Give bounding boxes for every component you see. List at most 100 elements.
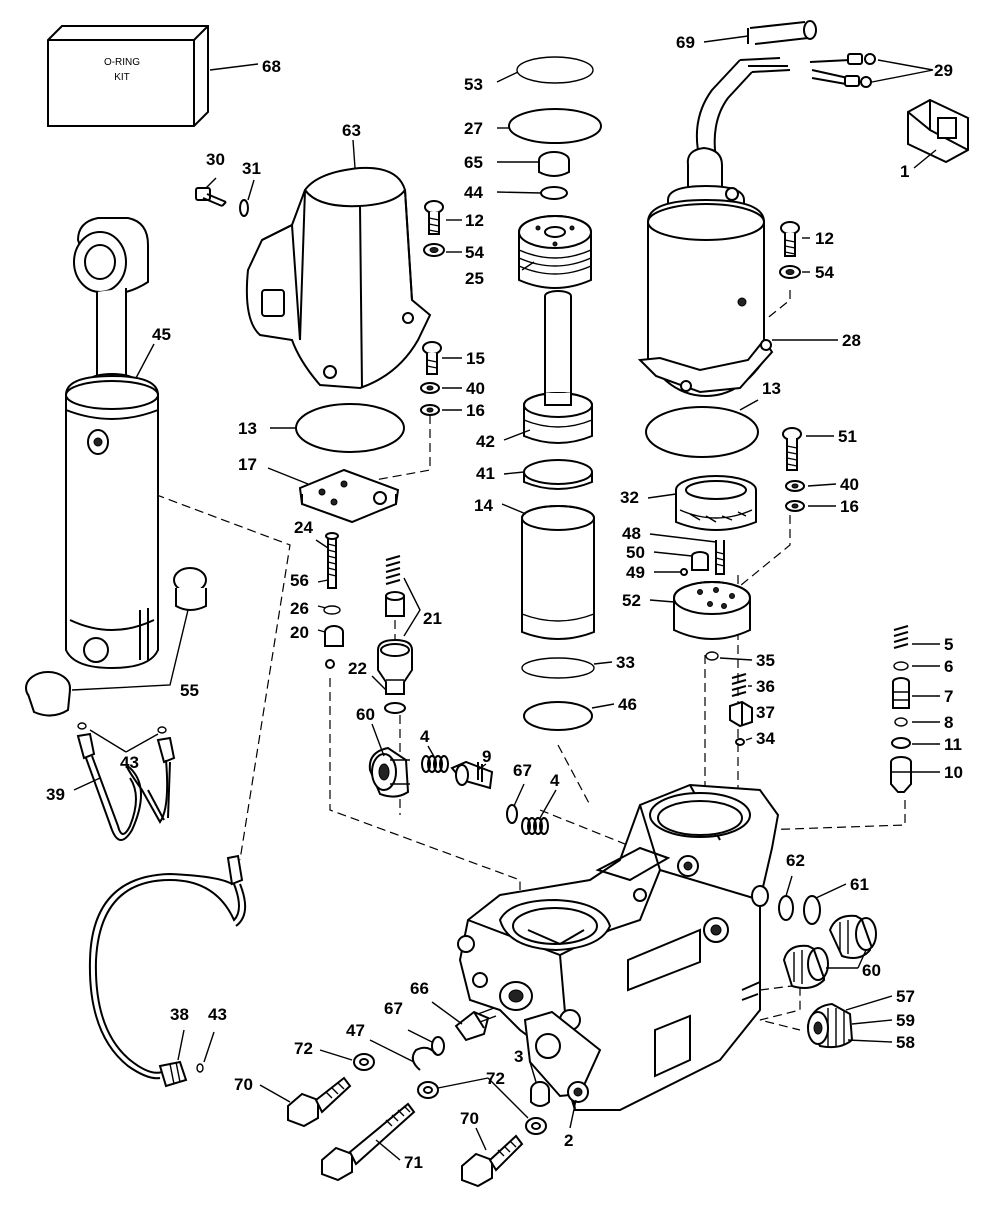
spring-4-right: [521, 817, 549, 835]
callout-37: 37: [756, 703, 775, 722]
rings-33-46: [521, 657, 595, 731]
callout-10: 10: [944, 763, 963, 782]
callout-21: 21: [423, 609, 442, 628]
callout-49: 49: [626, 563, 645, 582]
inner-cylinder: [521, 505, 595, 640]
callout-45: 45: [152, 325, 171, 344]
callout-53: 53: [464, 75, 483, 94]
kit-label-line1: O-RING: [104, 57, 140, 68]
callout-28: 28: [842, 331, 861, 350]
callout-22: 22: [348, 659, 367, 678]
screw-12-right: [779, 221, 801, 279]
check-valve-21: [377, 555, 413, 695]
valve-stack-right: [890, 625, 912, 793]
callout-50: 50: [626, 543, 645, 562]
callout-54-left: 54: [465, 243, 484, 262]
valve-57-59-58: [806, 1002, 854, 1049]
callout-17: 17: [238, 455, 257, 474]
callout-63: 63: [342, 121, 361, 140]
bolt-70-left: [287, 1076, 352, 1128]
callout-58: 58: [896, 1033, 915, 1052]
callout-41: 41: [476, 464, 495, 483]
valve-parts-56-26-20: [323, 605, 344, 669]
callout-43-lower: 43: [208, 1005, 227, 1024]
callout-40-right: 40: [840, 475, 859, 494]
callout-14: 14: [474, 496, 493, 515]
callout-30: 30: [206, 150, 225, 169]
callout-26: 26: [290, 599, 309, 618]
callout-31: 31: [242, 159, 261, 178]
piston-rod: [523, 290, 593, 444]
callout-72-right: 72: [486, 1069, 505, 1088]
washers-72: [353, 1053, 547, 1135]
callout-33: 33: [616, 653, 635, 672]
wire-harness: [695, 20, 876, 171]
piston-cap: [518, 215, 592, 289]
screw-51: [782, 427, 805, 512]
callout-42: 42: [476, 432, 495, 451]
callout-66: 66: [410, 979, 429, 998]
callout-59: 59: [896, 1011, 915, 1030]
o-ring-67-upper: [506, 804, 518, 824]
fitting-66: [454, 1007, 497, 1042]
callout-71: 71: [404, 1153, 423, 1172]
screw-15: [420, 341, 442, 416]
callout-32: 32: [620, 488, 639, 507]
callout-60-left: 60: [356, 705, 375, 724]
spring-4-left: [421, 755, 449, 773]
callout-61: 61: [850, 875, 869, 894]
callout-11: 11: [944, 735, 962, 754]
callout-56: 56: [290, 571, 309, 590]
callout-25: 25: [465, 269, 484, 288]
callout-4-left: 4: [420, 727, 430, 746]
bushings-55: [25, 567, 207, 717]
valve-9: [450, 760, 494, 790]
callout-54-right: 54: [815, 263, 834, 282]
callout-62: 62: [786, 851, 805, 870]
callout-36: 36: [756, 677, 775, 696]
screw-12-left: [423, 200, 445, 257]
callout-60-right: 60: [862, 961, 881, 980]
callout-5: 5: [944, 635, 953, 654]
connector-plug: [907, 98, 969, 164]
o-ring-kit-box: O-RING KIT: [47, 25, 209, 127]
callout-57: 57: [896, 987, 915, 1006]
callout-27: 27: [464, 119, 483, 138]
large-o-ring-13-left: [295, 403, 405, 453]
callout-16-right: 16: [840, 497, 859, 516]
callout-43-upper: 43: [120, 753, 139, 772]
retaining-ring-47: [411, 1046, 437, 1071]
screw-48: [715, 540, 725, 575]
callout-38: 38: [170, 1005, 189, 1024]
seal-41: [523, 459, 593, 490]
callout-2: 2: [564, 1131, 573, 1150]
callout-40-left: 40: [466, 379, 485, 398]
tube-39: [76, 722, 176, 841]
callout-70-bottom: 70: [460, 1109, 479, 1128]
o-ring-22: [384, 702, 406, 714]
bushing-3: [530, 1081, 550, 1107]
bleed-screw-30: [195, 187, 249, 217]
callout-67-lower: 67: [384, 999, 403, 1018]
callout-39: 39: [46, 785, 65, 804]
o-ring-67-lower: [431, 1036, 445, 1056]
callout-47: 47: [346, 1021, 365, 1040]
callout-52: 52: [622, 591, 641, 610]
callout-numbers: 68 69 29 1 53 27 65 44 63 30 31 12 54 25…: [46, 33, 963, 1172]
callout-12-right: 12: [815, 229, 834, 248]
screw-24: [325, 532, 339, 589]
large-o-ring-13-right: [645, 406, 759, 458]
o-rings-top-stack: [508, 56, 602, 200]
callout-65: 65: [464, 153, 483, 172]
valve-body-52: [673, 581, 751, 640]
callout-70-left: 70: [234, 1075, 253, 1094]
callout-6: 6: [944, 657, 953, 676]
valve-60-left: [368, 746, 410, 798]
small-parts-35-36-37-34: [705, 651, 753, 746]
callout-55: 55: [180, 681, 199, 700]
electric-motor: [637, 146, 774, 398]
callout-72-left: 72: [294, 1039, 313, 1058]
motor-cover: [245, 166, 432, 390]
plunger-50-ball-49: [680, 551, 709, 576]
